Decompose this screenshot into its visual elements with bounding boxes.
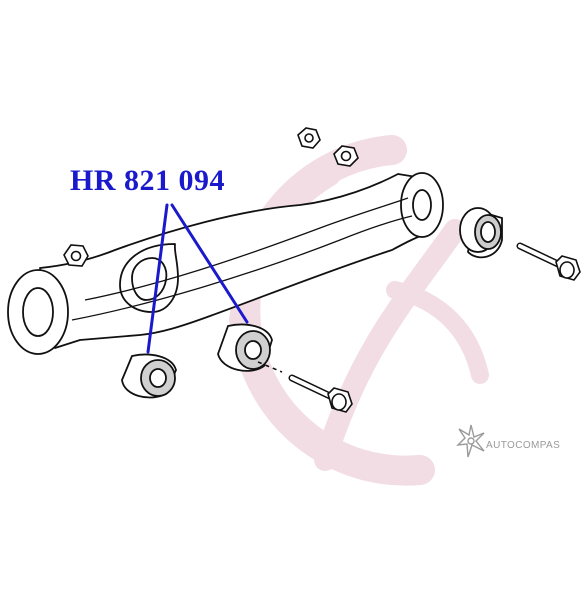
autocompas-star-icon xyxy=(456,424,485,458)
rear-bushing xyxy=(459,207,503,259)
hex-nut-left xyxy=(63,244,89,267)
brand-name: AUTOCOMPAS xyxy=(486,440,561,451)
callout-line-left xyxy=(146,203,169,354)
callout-line-right xyxy=(170,203,249,324)
bolt-upper xyxy=(516,242,581,281)
lower-bushing-left xyxy=(121,353,177,399)
part-number-label: HR 821 094 xyxy=(70,164,225,197)
control-arm xyxy=(7,172,444,355)
callout-lines xyxy=(146,203,249,354)
brand-logo xyxy=(456,423,576,463)
lower-bushing-right xyxy=(217,323,273,372)
bolt-lower xyxy=(257,361,353,413)
front-pivot-bore xyxy=(22,287,54,337)
hex-nut-upper xyxy=(297,127,321,149)
rear-pivot-bore xyxy=(412,189,432,221)
washer-upper xyxy=(333,145,359,167)
